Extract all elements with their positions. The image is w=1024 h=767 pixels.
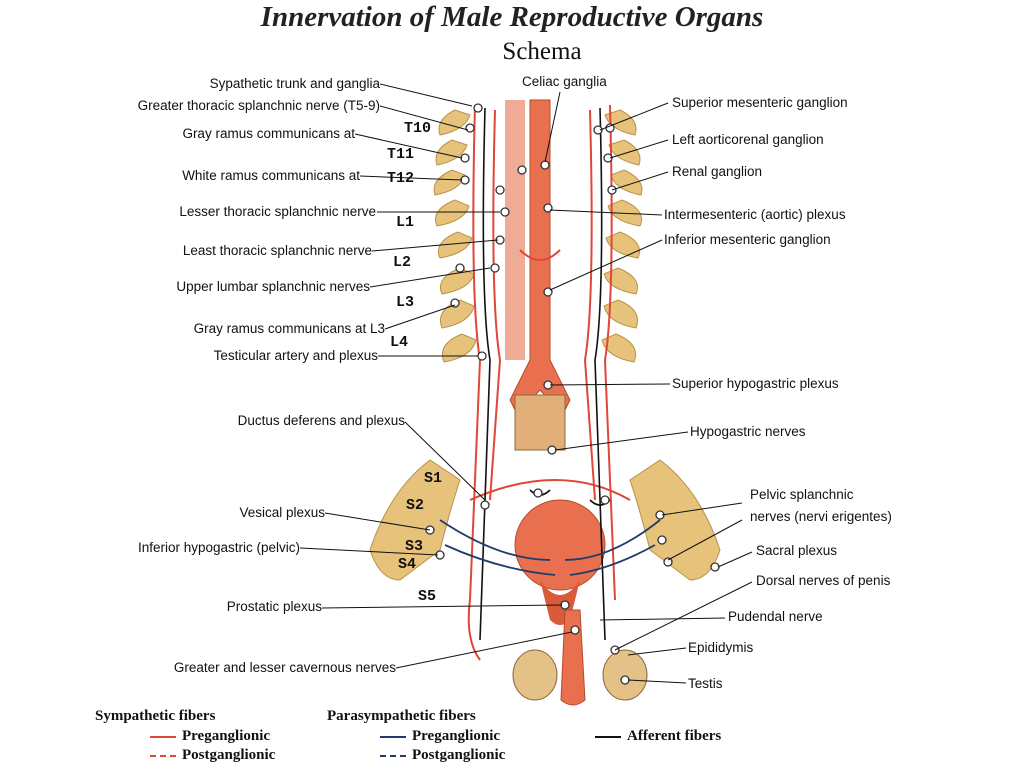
legend-line-sympathetic-pre <box>150 735 176 738</box>
label-intermesenteric-plexus: Intermesenteric (aortic) plexus <box>664 207 846 222</box>
label-prostatic-plexus: Prostatic plexus <box>226 599 322 614</box>
penis <box>560 609 586 706</box>
legend-sympathetic-pre-label: Preganglionic <box>182 728 271 744</box>
label-sacral-plexus: Sacral plexus <box>756 543 838 558</box>
level-t10: T10 <box>404 120 432 137</box>
legend-parasympathetic-pre-label: Preganglionic <box>412 728 501 744</box>
label-gray-ramus-l3: Gray ramus communicans at L3 <box>193 321 385 336</box>
label-sympathetic-trunk: Sypathetic trunk and ganglia <box>209 76 380 91</box>
aorta-cut <box>514 394 566 451</box>
page-title: Innervation of Male Reproductive Organs <box>260 1 764 33</box>
level-s4: S4 <box>398 556 417 573</box>
legend-line-afferent <box>595 735 621 738</box>
label-cavernous-nerves: Greater and lesser cavernous nerves <box>173 660 396 675</box>
label-white-ramus: White ramus communicans at <box>182 168 360 183</box>
level-l3: L3 <box>396 294 415 311</box>
label-ductus-deferens: Ductus deferens and plexus <box>237 413 405 428</box>
label-inferior-mesenteric-ganglion: Inferior mesenteric ganglion <box>664 232 831 247</box>
sacrum-right <box>629 459 721 581</box>
legend-afferent: Afferent fibers <box>595 728 721 745</box>
level-s5: S5 <box>418 588 437 605</box>
level-l4: L4 <box>390 334 409 351</box>
label-greater-thoracic-splanchnic: Greater thoracic splanchnic nerve (T5-9) <box>137 98 380 113</box>
legend-sympathetic-post-label: Postganglionic <box>182 747 276 763</box>
label-celiac-ganglia: Celiac ganglia <box>522 74 607 89</box>
label-lesser-thoracic-splanchnic: Lesser thoracic splanchnic nerve <box>179 204 376 219</box>
legend-parasympathetic-pre: Preganglionic <box>380 728 500 745</box>
legend-sympathetic-post: Postganglionic <box>150 747 275 764</box>
label-left-aorticorenal-ganglion: Left aorticorenal ganglion <box>672 132 824 147</box>
legend-afferent-label: Afferent fibers <box>627 728 722 744</box>
testis-left <box>512 649 558 701</box>
legend-line-parasympathetic-post <box>380 754 406 757</box>
label-inferior-hypogastric: Inferior hypogastric (pelvic) <box>137 540 300 555</box>
label-dorsal-nerves-penis: Dorsal nerves of penis <box>756 573 891 588</box>
label-pudendal-nerve: Pudendal nerve <box>728 609 823 624</box>
label-renal-ganglion: Renal ganglion <box>672 164 763 179</box>
spine-right <box>601 109 643 363</box>
legend-line-parasympathetic-pre <box>380 735 406 738</box>
spine-left <box>433 109 477 363</box>
vena-cava <box>505 100 525 360</box>
label-epididymis: Epididymis <box>688 640 754 655</box>
legend-line-sympathetic-post <box>150 754 176 757</box>
label-superior-hypogastric-plexus: Superior hypogastric plexus <box>672 376 839 391</box>
legend-parasympathetic-post-label: Postganglionic <box>412 747 506 763</box>
label-pelvic-splanchnic: Pelvic splanchnic <box>750 487 854 502</box>
label-testicular-artery: Testicular artery and plexus <box>213 348 378 363</box>
level-s1: S1 <box>424 470 443 487</box>
page-subtitle: Schema <box>502 38 582 65</box>
sacrum-left <box>369 459 461 581</box>
legend-parasympathetic-title: Parasympathetic fibers <box>327 708 476 724</box>
bladder <box>514 499 606 591</box>
label-hypogastric-nerves: Hypogastric nerves <box>690 424 806 439</box>
level-t12: T12 <box>387 170 415 187</box>
level-s2: S2 <box>406 497 425 514</box>
level-t11: T11 <box>387 146 415 163</box>
level-l2: L2 <box>393 254 412 271</box>
label-gray-ramus: Gray ramus communicans at <box>182 126 355 141</box>
label-testis: Testis <box>688 676 723 691</box>
testis-right <box>602 649 648 701</box>
label-least-thoracic-splanchnic: Least thoracic splanchnic nerve <box>182 243 372 258</box>
label-upper-lumbar-splanchnic: Upper lumbar splanchnic nerves <box>176 279 370 294</box>
level-s3: S3 <box>405 538 424 555</box>
label-vesical-plexus: Vesical plexus <box>239 505 325 520</box>
label-superior-mesenteric-ganglion: Superior mesenteric ganglion <box>672 95 848 110</box>
label-nervi-erigentes: nerves (nervi erigentes) <box>750 509 892 524</box>
level-l1: L1 <box>396 214 415 231</box>
legend-sympathetic-pre: Preganglionic <box>150 728 270 745</box>
legend-sympathetic-title: Sympathetic fibers <box>95 708 216 724</box>
legend-parasympathetic-post: Postganglionic <box>380 747 505 764</box>
